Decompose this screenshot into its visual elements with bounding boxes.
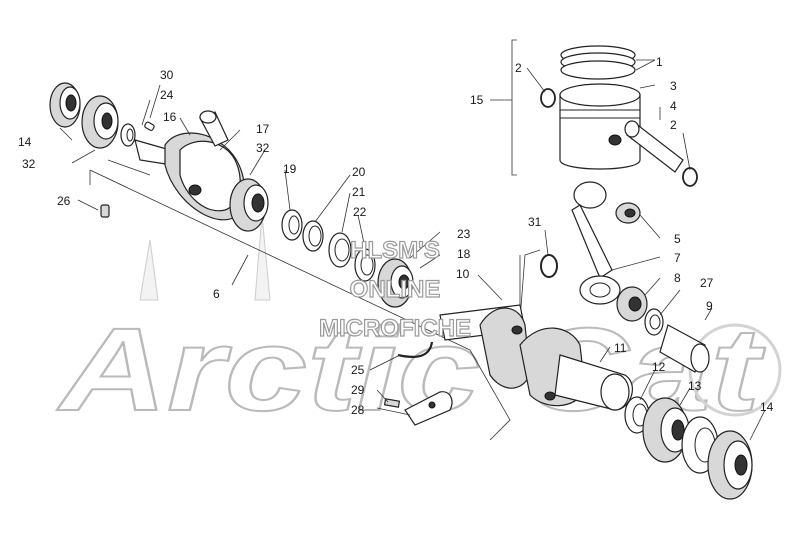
callout-3: 3 [670, 79, 677, 93]
callout-10: 10 [456, 267, 470, 281]
callout-26: 26 [57, 194, 71, 208]
skyline-decoration [139, 214, 271, 301]
bearing-32-right [229, 178, 269, 232]
callout-11: 11 [614, 341, 627, 355]
bracket-15 [511, 39, 517, 176]
watermark-line-2: ONLINE [350, 276, 441, 303]
callout-14-right: 14 [760, 400, 774, 414]
washer-31 [540, 254, 558, 278]
watermark-line-3: MICROFICHE [319, 315, 471, 342]
piston-pin-4 [624, 120, 684, 173]
callout-9: 9 [706, 299, 713, 313]
callout-7: 7 [674, 251, 681, 265]
left-seal-14 [49, 82, 81, 128]
key-24 [144, 121, 155, 131]
callout-5: 5 [674, 232, 681, 246]
callout-30: 30 [160, 68, 174, 82]
crank-pin-9 [659, 324, 710, 373]
right-seal-14 [707, 430, 753, 500]
seal-19 [281, 209, 303, 241]
callout-6: 6 [213, 287, 220, 301]
ring-20 [302, 220, 324, 252]
circlip-2-left [540, 88, 556, 108]
leader-lines [59, 59, 766, 441]
callout-23: 23 [457, 227, 471, 241]
callout-12: 12 [652, 360, 666, 374]
callout-20: 20 [352, 165, 366, 179]
washer-27 [644, 308, 664, 336]
callout-27: 27 [700, 276, 714, 290]
callout-24: 24 [160, 88, 174, 102]
left-crank-half [134, 110, 246, 221]
callout-25: 25 [351, 363, 365, 377]
needle-bearing-5 [615, 202, 641, 224]
pin-26 [100, 204, 110, 218]
snap-ring-25 [397, 341, 434, 359]
right-crank-half [439, 304, 633, 411]
piston-rings-1 [560, 45, 636, 80]
callout-2-left: 2 [515, 61, 522, 75]
ring-21 [328, 232, 352, 268]
callout-28: 28 [351, 403, 365, 417]
watermark-text: HLSM'S ONLINE MICROFICHE [318, 236, 471, 342]
callout-18: 18 [457, 247, 471, 261]
callout-16: 16 [163, 110, 177, 124]
callout-29: 29 [351, 383, 365, 397]
callout-labels: 1 2 2 3 4 5 6 7 8 9 10 11 12 13 14 14 15… [18, 55, 774, 417]
callout-8: 8 [674, 271, 681, 285]
callout-22: 22 [353, 205, 367, 219]
callout-15: 15 [470, 93, 484, 107]
bearing-13 [642, 397, 690, 463]
circlip-2-right [682, 167, 698, 187]
wheel-decoration [688, 323, 782, 417]
left-bearing-32 [81, 95, 119, 149]
assembly-axis-lines [89, 159, 541, 441]
watermark-line-1: HLSM'S [350, 237, 440, 264]
plate-28-bolt-29 [383, 391, 453, 426]
washer-30 [120, 123, 136, 147]
callout-31: 31 [528, 215, 542, 229]
needle-bearing-8 [616, 286, 648, 322]
callout-14-left: 14 [18, 135, 32, 149]
bearing-18-23 [377, 258, 414, 308]
ring-22 [354, 248, 376, 282]
piston-3 [559, 83, 641, 170]
callout-19: 19 [283, 162, 297, 176]
callout-2-right: 2 [670, 118, 677, 132]
callout-17: 17 [256, 122, 270, 136]
callout-1: 1 [656, 55, 663, 69]
callout-21: 21 [352, 185, 366, 199]
connecting-rod-7 [571, 181, 621, 305]
callout-32-left: 32 [22, 157, 36, 171]
callout-13: 13 [688, 379, 702, 393]
callout-4: 4 [670, 99, 677, 113]
callout-32-right: 32 [256, 141, 270, 155]
